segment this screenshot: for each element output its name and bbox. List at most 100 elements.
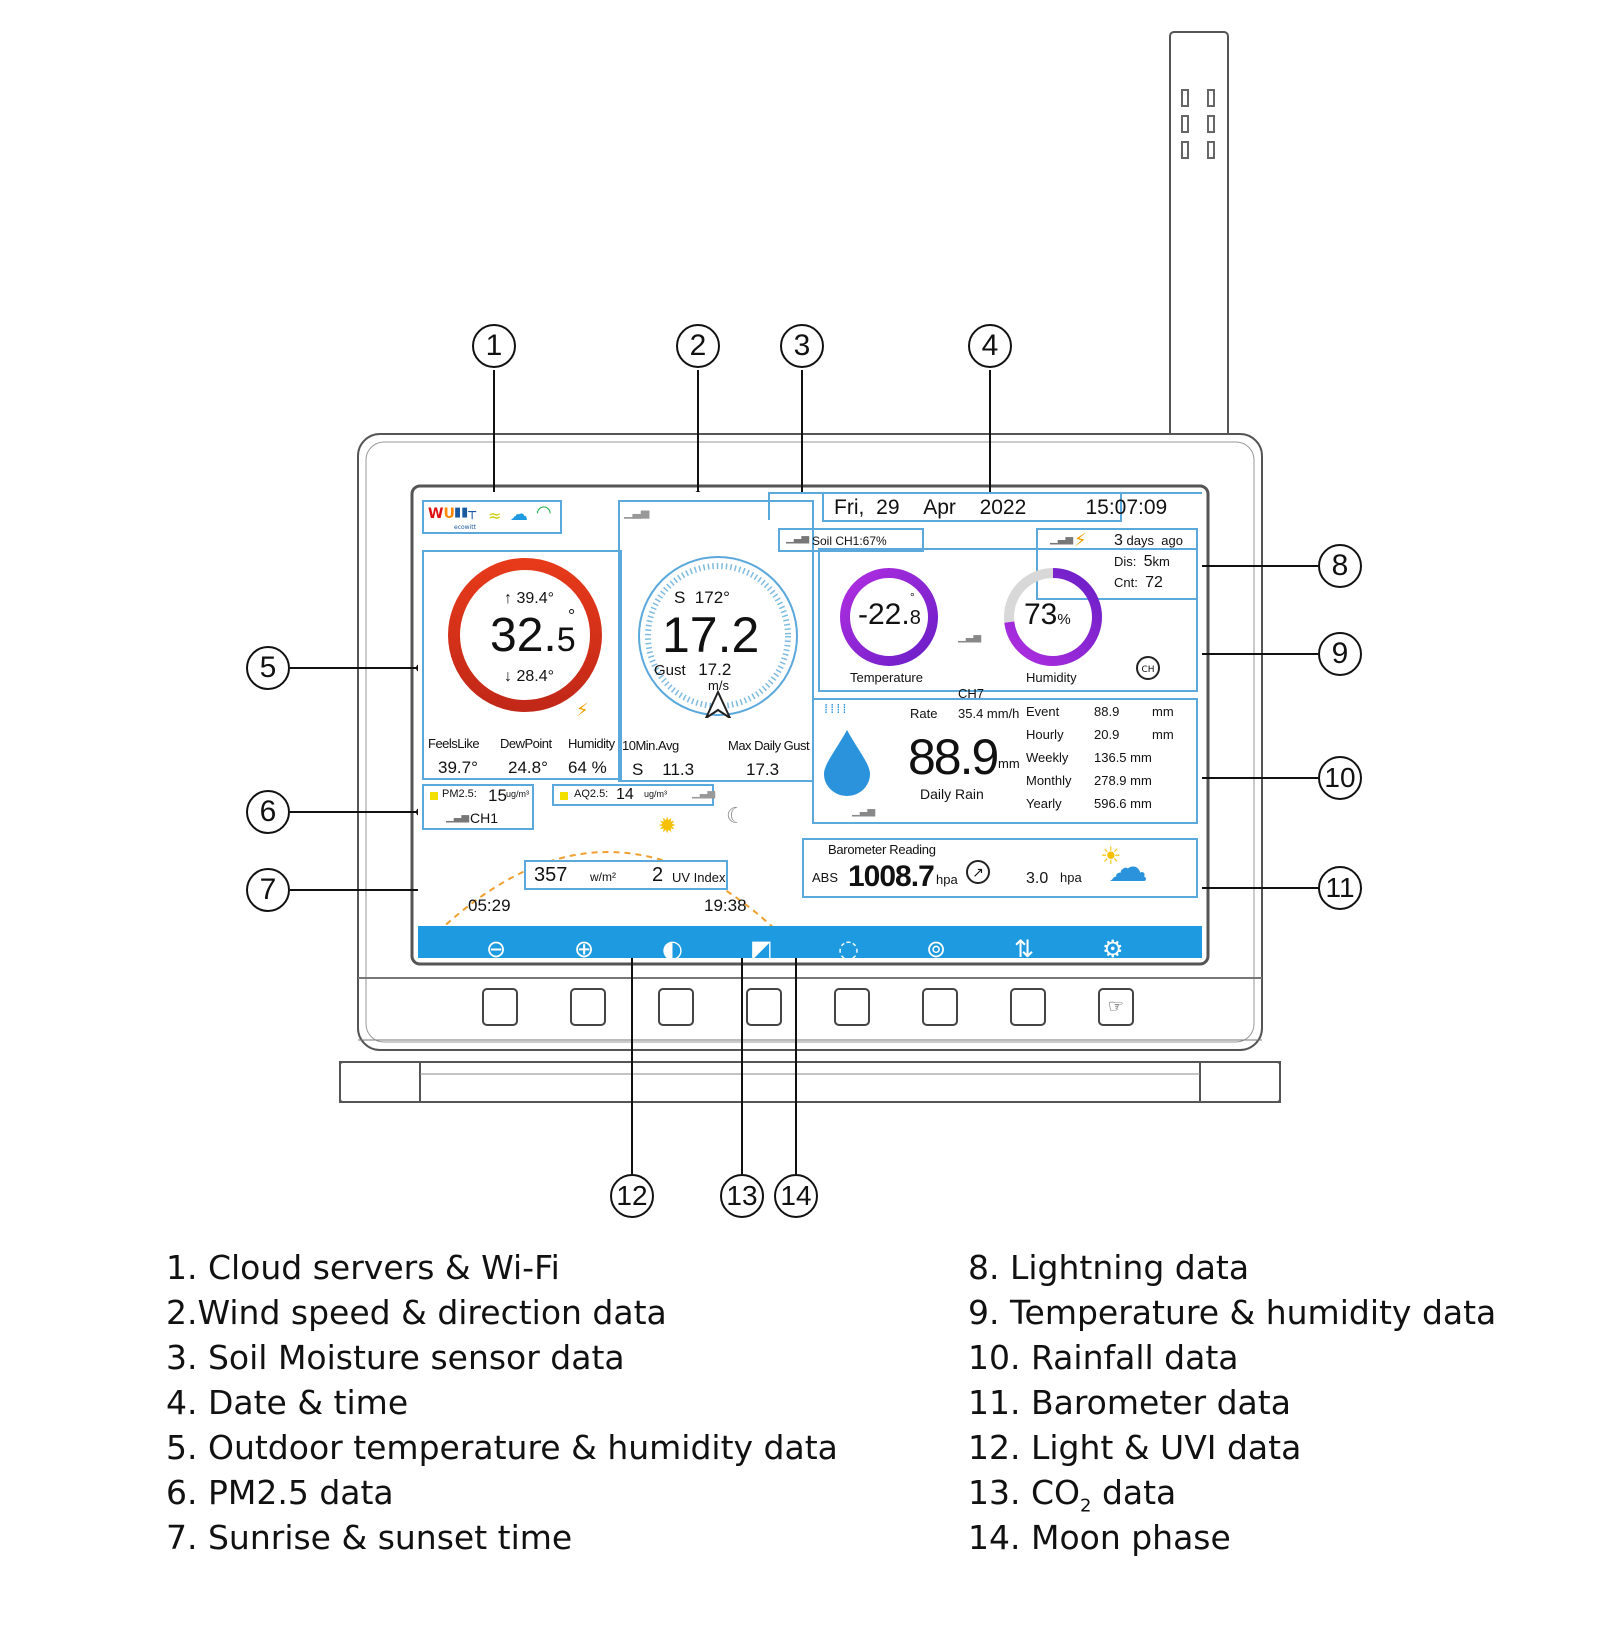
ecowitt-logo-text: ecowitt [454,524,476,531]
sunset-time: 19:38 [704,896,747,915]
sort-arrows-icon[interactable]: ⇅ [1014,935,1035,963]
contrast-icon[interactable]: ◐ [662,935,683,963]
status-square-icon [560,792,568,800]
legend-item: 11. Barometer data [968,1383,1291,1422]
wind-direction-label: S 172° [674,588,730,607]
outdoor-temp-high: ↑ 39.4° [504,590,554,607]
aq25-label: AQ2.5: [574,788,609,800]
outdoor-temp-low: ↓ 28.4° [504,668,554,685]
pm25-panel: PM2.5: 15 ug/m³ ▁▃▅ CH1 [422,784,534,830]
lightning-days: 3 days ago [1114,532,1183,549]
dew-point-label: DewPoint [500,736,552,751]
status-square-icon [430,792,438,800]
daily-rain-unit: mm [998,756,1020,771]
callout-6: 6 [246,790,290,834]
callout-8: 8 [1318,544,1362,588]
datetime-text: Fri, 29 Apr 2022 15:07:09 [834,496,1168,519]
legend-item-co2: 13. CO2 data [968,1473,1177,1517]
rain-rate-label: Rate [910,706,938,721]
legend-item: 5. Outdoor temperature & humidity data [166,1428,838,1467]
zoom-out-icon[interactable]: ⊖ [486,935,507,963]
callout-2: 2 [676,324,720,368]
legend-item: 9. Temperature & humidity data [968,1293,1497,1332]
wind-speed-value: 17.2 [662,607,760,663]
legend-item: 10. Rainfall data [968,1338,1239,1377]
antenna [1169,31,1229,438]
callout-5: 5 [246,646,290,690]
th-channel-label: CH7 [958,686,985,701]
outdoor-temp-degree: ° [568,606,576,626]
baro-abs-value: 1008.7 [848,860,935,893]
hardware-key-5[interactable] [834,988,870,1026]
solar-uv-panel: 357 w/m² 2 UV Index [524,860,728,890]
dew-point-value: 24.8° [508,758,548,777]
outdoor-temp-ring [448,558,602,712]
backlight-key-icon[interactable]: ☞ [1098,988,1134,1026]
sunrise-time: 05:29 [468,896,511,915]
callout-11: 11 [1318,866,1362,910]
uv-value: 2 [652,864,664,886]
pm25-value: 15 [488,786,507,805]
lightning-bolt-icon: ⚡ [1074,530,1087,551]
outdoor-temp-value: 32.5 [490,609,576,662]
lightning-bolt-icon: ⚡ [576,700,589,721]
legend-item: 12. Light & UVI data [968,1428,1302,1467]
signal-icon: ▁▃▅ [958,632,982,643]
hardware-key-1[interactable] [482,988,518,1026]
signal-icon: ▁▃▅ [852,806,876,817]
settings-gear-icon[interactable]: ⚙ [1102,935,1124,963]
hardware-key-7[interactable] [1010,988,1046,1026]
partly-cloudy-icon: ☀ [1100,842,1122,870]
baro-abs-label: ABS [812,870,839,885]
sun-path-arc [437,851,779,932]
light-value: 357 [534,864,568,886]
callout-1: 1 [472,324,516,368]
soil-panel: ▁▃▅ Soil CH1:67% [778,528,924,552]
th-hum-value: 73% [1024,598,1071,631]
callout-10: 10 [1318,756,1362,800]
wind-compass [638,556,798,718]
humidity-value: 64 % [568,758,607,777]
moon-phase-icon: ☾ [726,804,746,829]
refresh-icon[interactable]: ◌ [838,935,859,963]
callout-4: 4 [968,324,1012,368]
aq25-value: 14 [616,786,634,803]
hardware-key-6[interactable] [922,988,958,1026]
hardware-key-4[interactable] [746,988,782,1026]
baro-delta-unit: hpa [1060,870,1082,885]
wind-max-value: 17.3 [746,760,780,779]
rain-drops-icon: ⁞⁞⁞⁞ [824,702,849,717]
wind-max-label: Max Daily Gust [728,738,810,753]
soil-value: Soil CH1:67% [812,534,887,548]
edit-layout-icon[interactable]: ◩ [750,935,773,963]
zoom-in-icon[interactable]: ⊕ [574,935,595,963]
feels-like-value: 39.7° [438,758,478,777]
daily-rain-label: Daily Rain [920,786,984,802]
baro-delta-value: 3.0 [1026,870,1049,887]
screen-toolbar [418,926,1202,958]
wind-unit: m/s [708,678,729,693]
ecowitt-logo-icon: ▮▮┬ [454,505,477,520]
lightning-distance: Dis: 5km [1114,553,1170,570]
wind-avg-label: 10Min.Avg [622,738,679,753]
daily-rain-value: 88.9 [908,729,999,785]
uv-label: UV Index [672,870,726,885]
aq25-panel: AQ2.5: 14 ug/m³ ▁▃▅ [552,784,715,806]
channel-icon[interactable]: ⊚ [926,935,947,963]
th-temp-label: Temperature [850,670,923,685]
callout-3: 3 [780,324,824,368]
humidity-label: Humidity [568,736,615,751]
device-stand [339,1061,1281,1103]
cloud-icon: ☁ [1108,845,1148,891]
hardware-key-3[interactable] [658,988,694,1026]
barometer-panel: Barometer Reading ABS 1008.7 hpa ↗ 3.0 h… [802,838,1198,898]
hardware-key-2[interactable] [570,988,606,1026]
outdoor-panel [422,550,622,780]
callout-7: 7 [246,868,290,912]
th-temp-degree: ° [910,590,915,604]
pm25-channel: CH1 [470,810,499,826]
th-channel-panel [818,548,1198,692]
legend-item: 1. Cloud servers & Wi-Fi [166,1248,560,1287]
